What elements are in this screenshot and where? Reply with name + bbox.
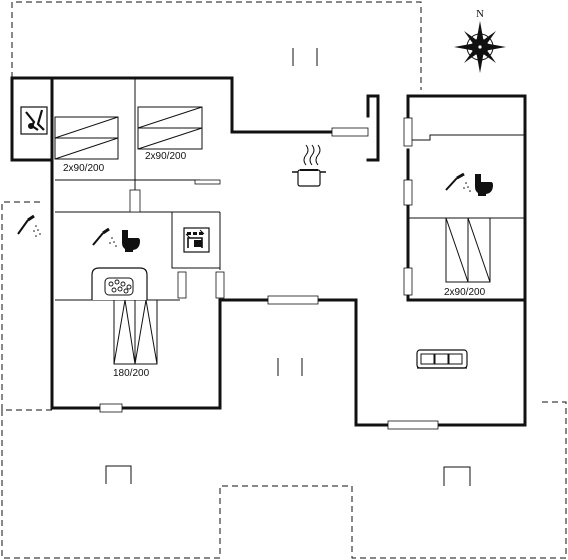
- terrace-stool-icon: [105, 465, 132, 484]
- toilet-icon: [475, 174, 493, 196]
- toilet-icon: [122, 230, 140, 252]
- bed-icon: [137, 106, 203, 150]
- terrace-stool-icon: [443, 466, 471, 486]
- bed-size-label-a: 2x90/200: [63, 163, 105, 174]
- compass-rose: N: [454, 8, 506, 73]
- shower-icon: [445, 172, 471, 192]
- walls: [10, 76, 527, 427]
- door-markers: [277, 48, 318, 376]
- sofa-icon: [416, 349, 468, 369]
- bed-size-label-b: 2x90/200: [145, 151, 187, 162]
- bed-icon: [113, 299, 158, 365]
- boiler-icon: [20, 106, 48, 135]
- bed-size-label-c: 180/200: [113, 368, 150, 379]
- bed-icon: [54, 116, 119, 160]
- washing-machine-icon: [183, 227, 210, 253]
- bed-icon: [445, 217, 491, 283]
- windows: [99, 117, 439, 430]
- compass-star-icon: [454, 21, 506, 73]
- shower-icon: [92, 227, 117, 247]
- partitions: [51, 78, 525, 301]
- compass-north-label: N: [476, 8, 484, 20]
- bed-size-label-d: 2x90/200: [444, 287, 486, 298]
- kitchen-pot-icon: [292, 144, 326, 187]
- sauna-heater-icon: [91, 267, 148, 300]
- shower-icon: [17, 214, 41, 237]
